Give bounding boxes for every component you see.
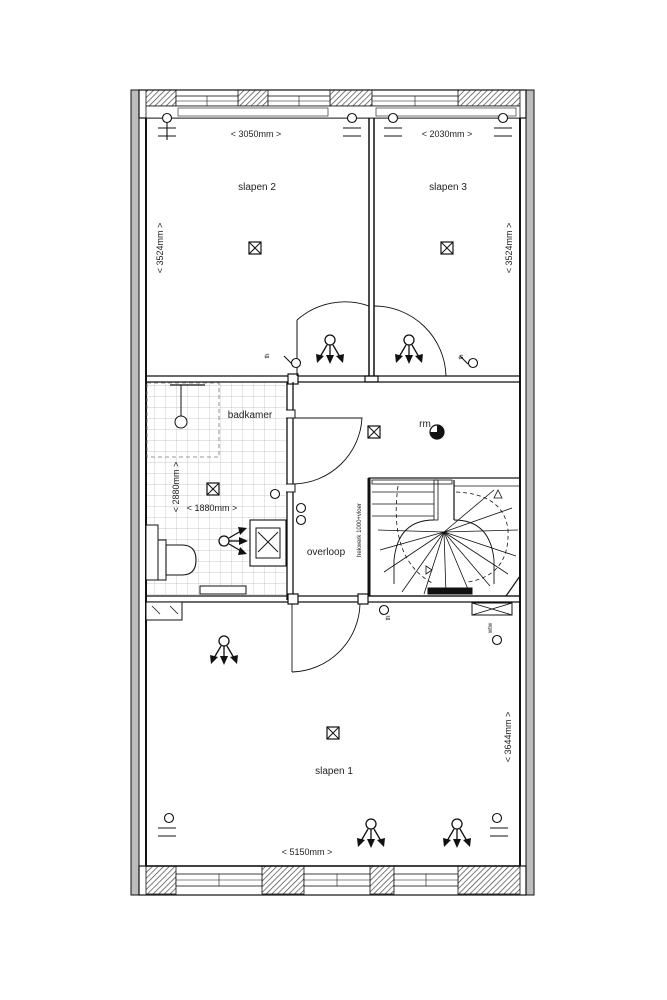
ceiling-light-icon [367, 425, 381, 439]
spot-light-icon [356, 818, 386, 849]
ceiling-light-icon [206, 482, 220, 496]
window-top-1 [175, 95, 239, 107]
dimension-slapen-1-depth: < 3644mm > [503, 712, 513, 763]
smoke-detector-label: rm [419, 419, 431, 430]
window-bottom-2 [303, 873, 371, 887]
bottom-facade [138, 865, 527, 896]
washbasin-icon [249, 519, 287, 567]
dimension-slapen-3-width: < 2030mm > [422, 129, 473, 139]
thermostat-label: th [386, 615, 392, 620]
ceiling-light-icon [440, 241, 454, 255]
dimension-slapen-1-width: < 5150mm > [282, 847, 333, 857]
room-label-overloop: overloop [307, 547, 346, 558]
ceiling-light-icon [326, 726, 340, 740]
toilet-icon [157, 539, 197, 581]
window-bottom-1 [175, 873, 263, 887]
dimension-badkamer-depth: < 2880mm > [171, 462, 181, 513]
spot-light-icon [209, 635, 239, 666]
wtw-label: wtw [488, 622, 494, 634]
dimension-slapen-3-depth: < 3524mm > [504, 223, 514, 274]
smoke-detector-icon [429, 424, 445, 440]
socket-icon [158, 112, 512, 837]
spot-light-icon [442, 818, 472, 849]
spot-light-icon [394, 334, 424, 365]
staircase-icon [367, 477, 521, 616]
thermostat-label: th [459, 354, 465, 359]
window-bottom-3 [393, 873, 459, 887]
ceiling-light-icon [248, 241, 262, 255]
dimension-badkamer-width: < 1880mm > [187, 503, 238, 513]
spot-light-icon [315, 334, 345, 365]
top-facade [138, 89, 527, 119]
thermostat-label: th [265, 353, 271, 358]
dimension-slapen-2-width: < 3050mm > [231, 129, 282, 139]
outer-walls [130, 89, 535, 896]
window-top-2 [267, 95, 331, 107]
window-top-3 [371, 95, 459, 107]
room-label-slapen-3: slapen 3 [429, 182, 467, 193]
railing-note: hekwerk 1000+vloer [357, 503, 363, 557]
room-label-slapen-2: slapen 2 [238, 182, 276, 193]
dimension-slapen-2-depth: < 3524mm > [155, 223, 165, 274]
room-label-slapen-1: slapen 1 [315, 766, 353, 777]
room-label-badkamer: badkamer [228, 410, 273, 421]
